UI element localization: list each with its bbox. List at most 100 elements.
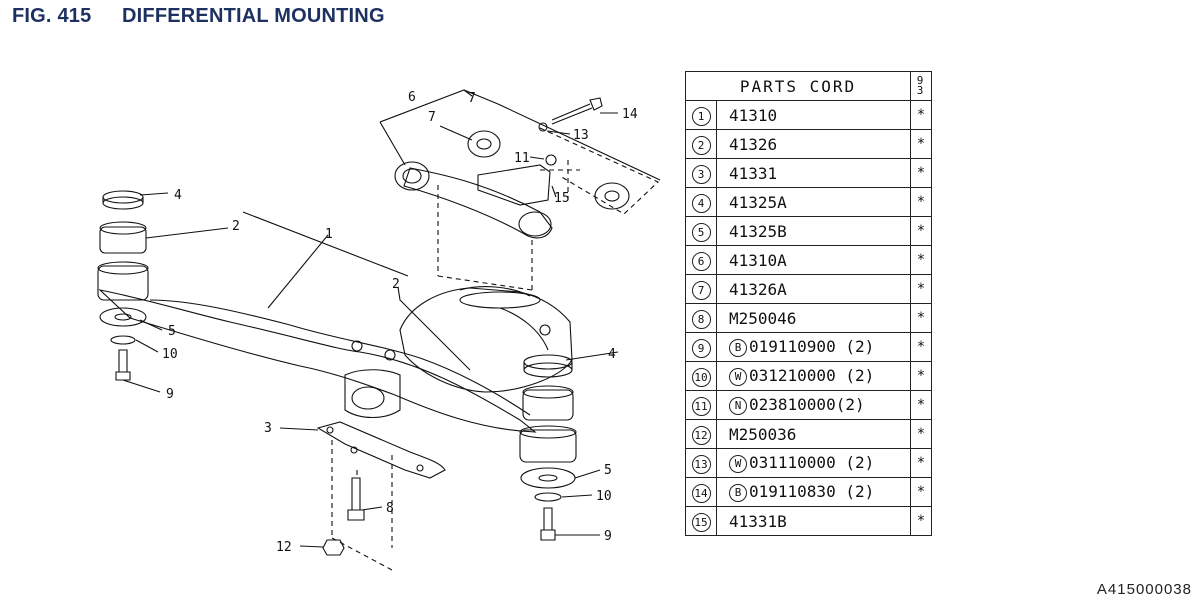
bolt-14 bbox=[551, 97, 603, 125]
rear-left-bushing bbox=[394, 161, 430, 191]
ref-number-cell: 7 bbox=[685, 274, 717, 304]
part-code-cell: 41331B bbox=[716, 506, 911, 536]
nut-12 bbox=[322, 539, 345, 556]
figure-number: FIG. 415 bbox=[12, 5, 92, 27]
applicability-mark: * bbox=[910, 158, 932, 188]
ref-number-cell: 6 bbox=[685, 245, 717, 275]
right-upper-bushing bbox=[522, 389, 574, 421]
callout-5: 5 bbox=[168, 324, 176, 339]
applicability-mark: * bbox=[910, 419, 932, 449]
left-lower-bushing bbox=[97, 265, 149, 301]
left-upper-bushing bbox=[99, 226, 147, 254]
part-code-cell: 41325A bbox=[716, 187, 911, 217]
applicability-mark: * bbox=[910, 506, 932, 536]
right-stopper bbox=[520, 467, 576, 489]
ref-number: 7 bbox=[691, 280, 711, 300]
figure-name: DIFFERENTIAL MOUNTING bbox=[122, 5, 385, 27]
part-code-cell: 41325B bbox=[716, 216, 911, 246]
callout-9: 9 bbox=[166, 387, 174, 402]
right-bolt bbox=[540, 507, 556, 541]
callout-13: 13 bbox=[573, 128, 589, 143]
part-code-cell: 41331 bbox=[716, 158, 911, 188]
bracket bbox=[316, 421, 446, 479]
part-code-cell: 41326 bbox=[716, 129, 911, 159]
ref-number-cell: 10 bbox=[685, 361, 717, 391]
figure-title: FIG. 415 DIFFERENTIAL MOUNTING bbox=[12, 5, 385, 28]
exploded-diagram: 1 2 2 3 4 4 5 5 6 7 7 8 9 9 10 10 11 12 … bbox=[97, 89, 661, 571]
ref-number-cell: 3 bbox=[685, 158, 717, 188]
part-code: 41326 bbox=[729, 134, 778, 154]
table-row: 12 M250036 * bbox=[685, 419, 932, 449]
callout-8: 8 bbox=[386, 501, 394, 516]
part-prefix: W bbox=[729, 455, 747, 473]
ref-number-cell: 8 bbox=[685, 303, 717, 333]
applicability-mark: * bbox=[910, 187, 932, 217]
part-code: 019110900 (2) bbox=[749, 337, 875, 356]
applicability-mark: * bbox=[910, 477, 932, 507]
right-washer bbox=[534, 492, 562, 502]
rear-bracket bbox=[477, 164, 551, 206]
model-year-header: 9 3 bbox=[910, 71, 932, 101]
part-code: 41331B bbox=[729, 511, 787, 531]
applicability-mark: * bbox=[910, 245, 932, 275]
ref-number-cell: 12 bbox=[685, 419, 717, 449]
ref-number: 13 bbox=[691, 454, 711, 474]
bolt-8 bbox=[347, 477, 365, 521]
part-code-cell: M250036 bbox=[716, 419, 911, 449]
crossmember-body bbox=[98, 289, 537, 433]
callout-1: 1 bbox=[325, 227, 333, 242]
part-code: 031110000 (2) bbox=[749, 453, 875, 472]
part-prefix: W bbox=[729, 368, 747, 386]
crossmember-edge bbox=[149, 299, 531, 416]
part-prefix: B bbox=[729, 484, 747, 502]
part-code: 019110830 (2) bbox=[749, 482, 875, 501]
table-row: 7 41326A * bbox=[685, 274, 932, 304]
upper-bushing-7 bbox=[467, 130, 501, 158]
part-code: M250036 bbox=[729, 424, 797, 444]
callout-10b: 10 bbox=[596, 489, 612, 504]
callout-7b: 7 bbox=[428, 110, 436, 125]
callout-2: 2 bbox=[232, 219, 240, 234]
applicability-mark: * bbox=[910, 216, 932, 246]
ref-number: 15 bbox=[691, 512, 711, 532]
ref-number: 4 bbox=[691, 193, 711, 213]
part-code-cell: 41310 bbox=[716, 100, 911, 130]
applicability-mark: * bbox=[910, 129, 932, 159]
part-code: 023810000(2) bbox=[749, 395, 865, 414]
right-lower-bushing bbox=[519, 429, 577, 463]
ref-number: 1 bbox=[691, 106, 711, 126]
part-code: 41325B bbox=[729, 221, 787, 241]
ref-number: 9 bbox=[691, 338, 711, 358]
rear-center-bushing bbox=[518, 211, 552, 237]
upper-bushing-7b bbox=[594, 182, 630, 210]
ref-number: 12 bbox=[691, 425, 711, 445]
ref-number: 8 bbox=[691, 309, 711, 329]
part-prefix: B bbox=[729, 339, 747, 357]
callout-11: 11 bbox=[514, 151, 530, 166]
ref-number-cell: 9 bbox=[685, 332, 717, 362]
parts-cord-header: PARTS CORD bbox=[685, 71, 911, 101]
callout-10: 10 bbox=[162, 347, 178, 362]
ref-number: 2 bbox=[691, 135, 711, 155]
ref-number: 11 bbox=[691, 396, 711, 416]
callout-14: 14 bbox=[622, 107, 638, 122]
applicability-mark: * bbox=[910, 274, 932, 304]
callout-6: 6 bbox=[408, 90, 416, 105]
center-nut-right bbox=[384, 349, 396, 361]
part-code: 41326A bbox=[729, 279, 787, 299]
ref-number-cell: 2 bbox=[685, 129, 717, 159]
model-year-header-text: 9 3 bbox=[916, 74, 926, 97]
callout-15: 15 bbox=[554, 191, 570, 206]
applicability-mark: * bbox=[910, 390, 932, 420]
